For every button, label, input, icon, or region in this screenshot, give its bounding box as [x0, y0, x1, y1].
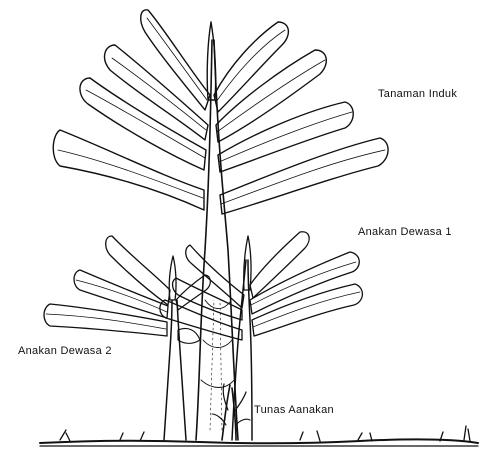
young-shoot	[212, 384, 250, 440]
parent-leaf-right-4	[220, 138, 388, 214]
parent-plant	[53, 10, 388, 440]
ground	[40, 426, 478, 446]
parent-leaf-left-1	[141, 10, 210, 110]
parent-leaf-left-3	[80, 78, 206, 170]
label-parent-plant: Tanaman Induk	[378, 88, 457, 100]
parent-leaf-right-3	[218, 102, 353, 172]
parent-leaf-left-4	[53, 130, 204, 210]
label-young-shoot: Tunas Aanakan	[254, 404, 334, 416]
label-adult-sucker-1: Anakan Dewasa 1	[358, 226, 452, 238]
adult-sucker-2	[44, 236, 210, 440]
label-adult-sucker-2: Anakan Dewasa 2	[18, 345, 112, 357]
